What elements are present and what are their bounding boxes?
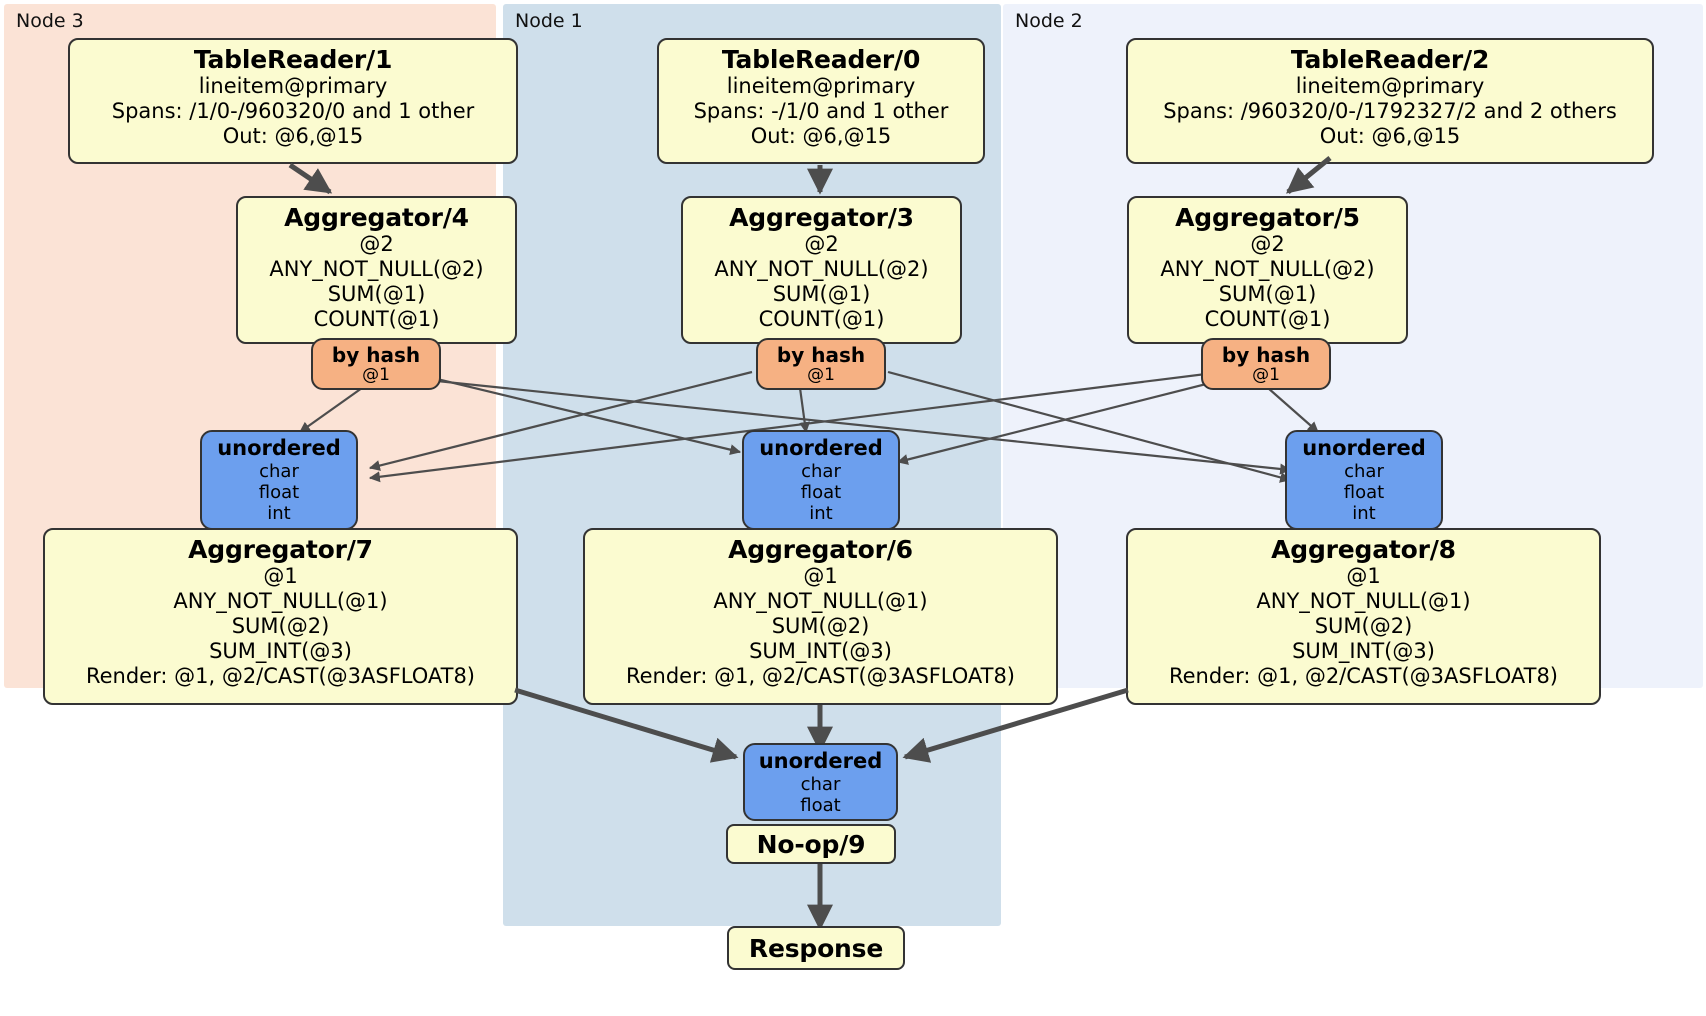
sync-unordered-node1[interactable]: unordered char float int [742,430,900,530]
processor-noop[interactable]: No-op/9 [726,824,896,864]
router-by-hash-node2[interactable]: by hash @1 [1201,338,1331,390]
processor-title: Aggregator/5 [1175,203,1360,232]
processor-line: lineitem@primary [726,74,916,98]
processor-line: Spans: /1/0-/960320/0 and 1 other [111,98,475,123]
sync-title: unordered [758,749,883,773]
processor-line: @1 [1346,564,1381,588]
router-title: by hash [1221,343,1311,367]
sync-type: float [1343,481,1385,503]
processor-aggregator-6[interactable]: Aggregator/6 @1 ANY_NOT_NULL(@1) SUM(@2)… [583,528,1058,705]
processor-line: @2 [1250,232,1285,256]
processor-table-reader-0[interactable]: TableReader/0 lineitem@primary Spans: -/… [657,38,985,164]
processor-title: Aggregator/4 [284,203,469,232]
processor-line: SUM_INT(@3) [749,638,892,663]
processor-title: Aggregator/7 [188,535,373,564]
processor-title: Aggregator/3 [729,203,914,232]
router-title: by hash [776,343,866,367]
processor-line: @2 [804,232,839,256]
processor-line: SUM_INT(@3) [1292,638,1435,663]
processor-line: SUM(@2) [1314,613,1413,638]
sync-title: unordered [1302,436,1426,460]
processor-line: lineitem@primary [1295,74,1485,98]
processor-title: TableReader/1 [193,45,393,74]
processor-line: COUNT(@1) [758,306,885,331]
sync-type: char [1344,460,1384,482]
sync-type: char [800,773,841,795]
processor-line: @1 [803,564,838,588]
processor-line: Out: @6,@15 [1319,123,1461,148]
processor-aggregator-8[interactable]: Aggregator/8 @1 ANY_NOT_NULL(@1) SUM(@2)… [1126,528,1601,705]
processor-render-line: Render: @1, @2/CAST(@3ASFLOAT8) [625,663,1016,688]
processor-line: COUNT(@1) [1204,306,1331,331]
processor-render-line: Render: @1, @2/CAST(@3ASFLOAT8) [85,663,476,688]
processor-line: @2 [359,232,394,256]
sync-type: char [259,460,299,482]
router-title: by hash [331,343,421,367]
sync-type: float [258,481,300,503]
processor-line: Out: @6,@15 [750,123,892,148]
sync-type: int [1352,502,1376,524]
response-box[interactable]: Response [727,926,905,970]
processor-line: ANY_NOT_NULL(@1) [1256,588,1471,613]
sync-unordered-final[interactable]: unordered char float [743,743,898,821]
sync-type: int [267,502,291,524]
response-label: Response [748,933,884,963]
processor-line: ANY_NOT_NULL(@2) [714,256,929,281]
sync-unordered-node2[interactable]: unordered char float int [1285,430,1443,530]
sync-title: unordered [217,436,341,460]
node-panel-label-node2: Node 2 [1015,10,1083,32]
processor-line: COUNT(@1) [313,306,440,331]
processor-table-reader-1[interactable]: TableReader/1 lineitem@primary Spans: /1… [68,38,518,164]
processor-line: SUM(@2) [231,613,330,638]
processor-line: ANY_NOT_NULL(@1) [173,588,388,613]
processor-line: Spans: -/1/0 and 1 other [693,98,949,123]
sync-type: float [800,481,842,503]
sync-type: char [801,460,841,482]
router-column: @1 [807,365,835,385]
processor-title: TableReader/0 [721,45,921,74]
processor-line: ANY_NOT_NULL(@2) [1160,256,1375,281]
sync-unordered-node3[interactable]: unordered char float int [200,430,358,530]
processor-title: TableReader/2 [1290,45,1490,74]
router-by-hash-node3[interactable]: by hash @1 [311,338,441,390]
processor-line: SUM(@2) [771,613,870,638]
router-by-hash-node1[interactable]: by hash @1 [756,338,886,390]
processor-line: Spans: /960320/0-/1792327/2 and 2 others [1163,98,1617,123]
processor-table-reader-2[interactable]: TableReader/2 lineitem@primary Spans: /9… [1126,38,1654,164]
processor-line: ANY_NOT_NULL(@1) [713,588,928,613]
processor-aggregator-3[interactable]: Aggregator/3 @2 ANY_NOT_NULL(@2) SUM(@1)… [681,196,962,344]
processor-line: ANY_NOT_NULL(@2) [269,256,484,281]
processor-render-line: Render: @1, @2/CAST(@3ASFLOAT8) [1168,663,1559,688]
router-column: @1 [1252,365,1280,385]
processor-aggregator-5[interactable]: Aggregator/5 @2 ANY_NOT_NULL(@2) SUM(@1)… [1127,196,1408,344]
processor-aggregator-7[interactable]: Aggregator/7 @1 ANY_NOT_NULL(@1) SUM(@2)… [43,528,518,705]
processor-title: Aggregator/8 [1271,535,1456,564]
sync-type: int [809,502,833,524]
router-column: @1 [362,365,390,385]
sync-type: float [800,794,841,816]
processor-line: @1 [263,564,298,588]
processor-line: SUM(@1) [772,281,871,306]
sync-title: unordered [759,436,883,460]
processor-aggregator-4[interactable]: Aggregator/4 @2 ANY_NOT_NULL(@2) SUM(@1)… [236,196,517,344]
processor-line: Out: @6,@15 [222,123,364,148]
processor-line: SUM(@1) [327,281,426,306]
node-panel-label-node1: Node 1 [515,10,583,32]
processor-title: Aggregator/6 [728,535,913,564]
processor-line: SUM_INT(@3) [209,638,352,663]
processor-line: SUM(@1) [1218,281,1317,306]
processor-line: lineitem@primary [198,74,388,98]
processor-noop-label: No-op/9 [756,829,866,859]
node-panel-label-node3: Node 3 [16,10,84,32]
